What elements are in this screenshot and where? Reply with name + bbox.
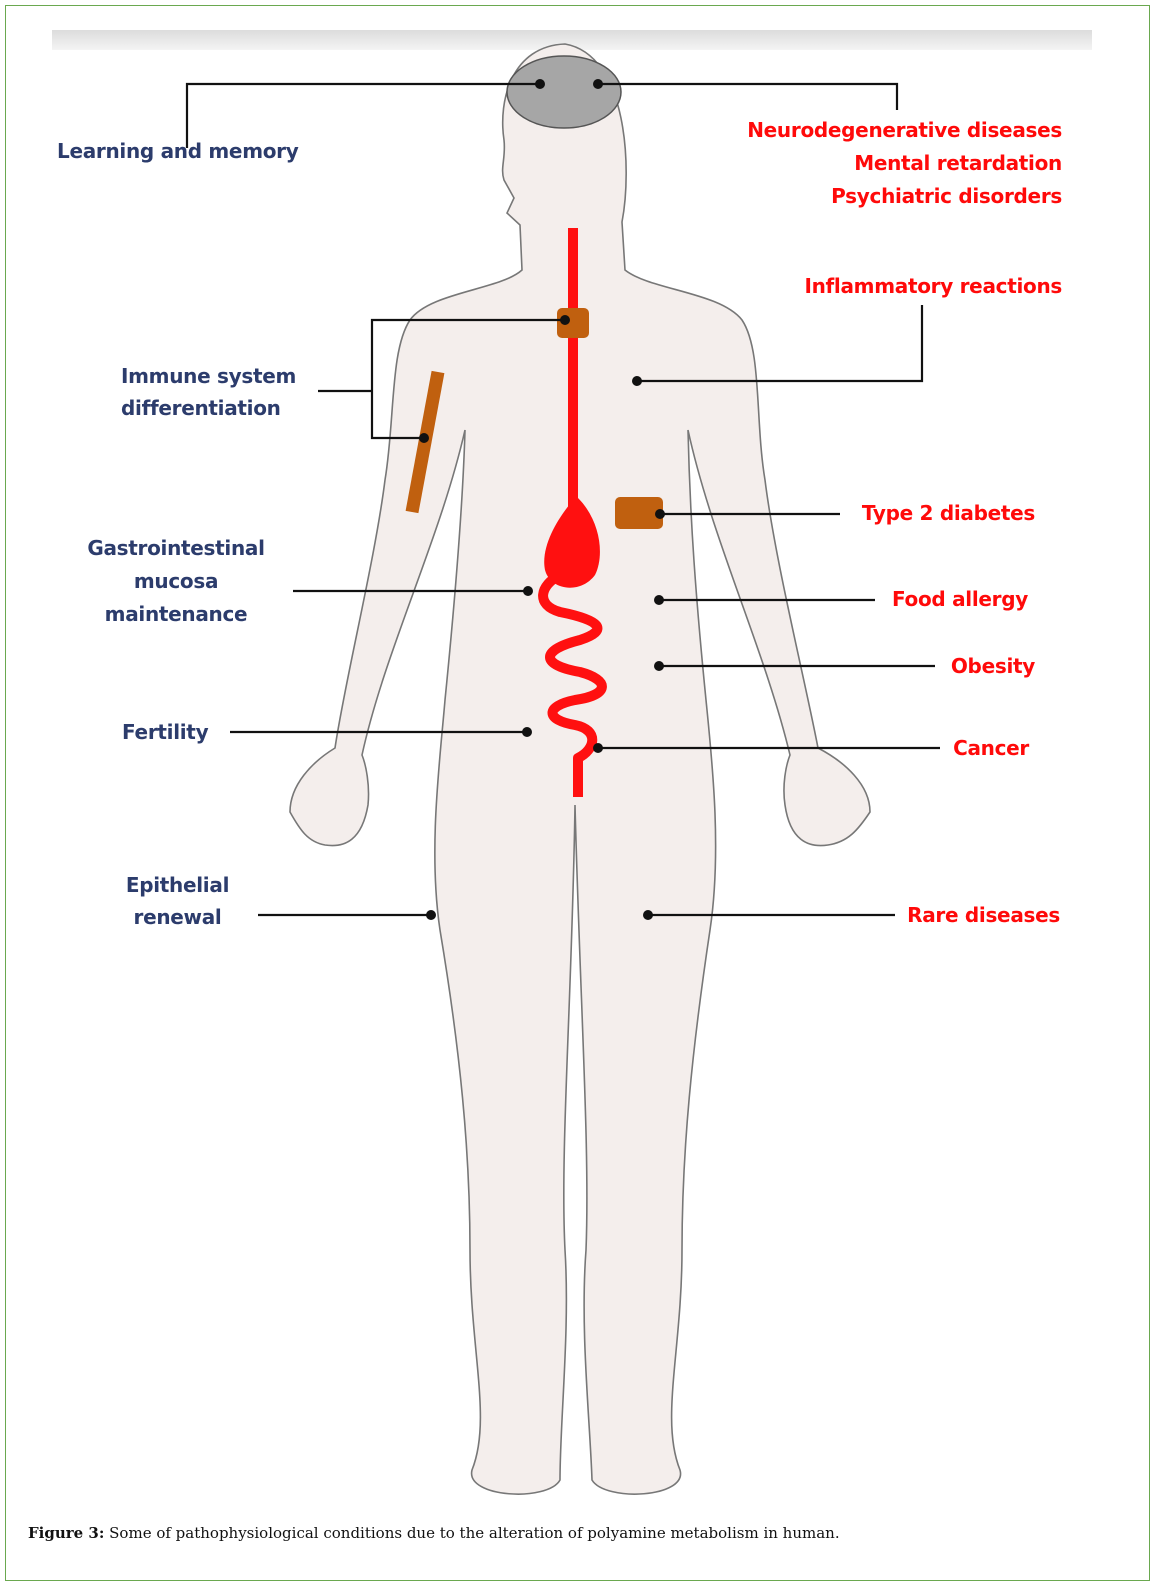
label-epithelial-line2: renewal <box>133 905 222 929</box>
label-neurodegenerative: Neurodegenerative diseases <box>747 118 1062 142</box>
figure-border <box>5 5 1150 1581</box>
label-rare-diseases: Rare diseases <box>907 903 1060 927</box>
label-immune-line1: Immune system <box>121 364 297 388</box>
label-gastro-line3: maintenance <box>104 602 248 626</box>
connector-lines <box>185 82 940 917</box>
label-type2-diabetes: Type 2 diabetes <box>861 501 1035 525</box>
label-fertility: Fertility <box>122 720 209 744</box>
label-gastro-line1: Gastrointestinal <box>87 536 265 560</box>
label-cancer: Cancer <box>953 736 1029 760</box>
caption-text: Some of pathophysiological conditions du… <box>104 1524 840 1542</box>
intestine <box>538 570 607 797</box>
label-inflammatory: Inflammatory reactions <box>804 274 1062 298</box>
stomach <box>544 498 600 588</box>
label-obesity: Obesity <box>950 654 1035 678</box>
label-learning-memory: Learning and memory <box>57 139 299 163</box>
label-food-allergy: Food allergy <box>892 587 1028 611</box>
label-gastro-line2: mucosa <box>133 569 219 593</box>
top-banner-bar <box>52 30 1092 50</box>
label-epithelial-line1: Epithelial <box>125 873 230 897</box>
label-psychiatric: Psychiatric disorders <box>831 184 1062 208</box>
connector-dots <box>419 79 665 920</box>
caption-label: Figure 3: <box>28 1524 105 1542</box>
label-mental-retardation: Mental retardation <box>854 151 1062 175</box>
brain <box>506 55 622 129</box>
pancreas-patch <box>615 497 663 529</box>
spinal-cord <box>568 228 578 508</box>
label-immune-line2: differentiation <box>121 396 281 420</box>
figure-caption: Figure 3: Some of pathophysiological con… <box>28 1524 840 1542</box>
